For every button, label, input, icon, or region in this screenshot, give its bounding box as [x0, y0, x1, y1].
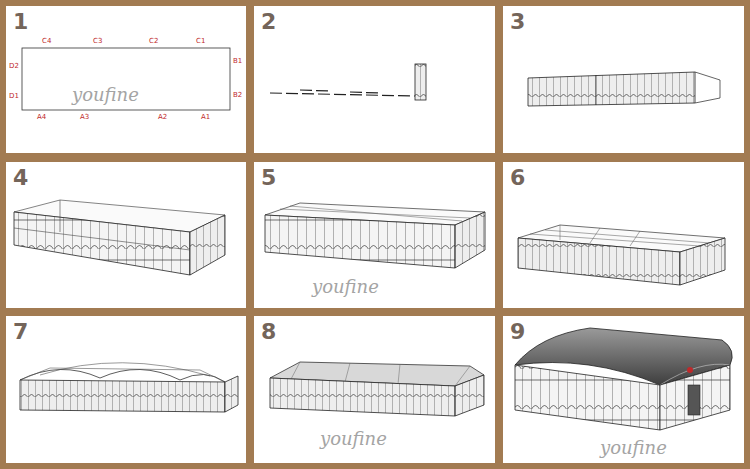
- part-label: C1: [196, 37, 205, 45]
- part-label: C4: [42, 37, 51, 45]
- step-panel: 7: [6, 316, 246, 463]
- part-label: B2: [233, 91, 242, 99]
- part-label: C2: [149, 37, 158, 45]
- step-number: 2: [261, 9, 276, 34]
- part-label: A2: [158, 113, 167, 121]
- part-label: A1: [201, 113, 210, 121]
- step-number: 8: [261, 319, 276, 344]
- step-number: 7: [13, 319, 28, 344]
- step-number: 1: [13, 9, 28, 34]
- part-label: D1: [9, 92, 19, 100]
- step-panel: 3: [503, 6, 744, 153]
- watermark: youfine: [72, 84, 139, 105]
- part-label: C3: [93, 37, 102, 45]
- watermark: youfine: [320, 428, 387, 449]
- step-panel: 4: [6, 162, 246, 308]
- step-number: 4: [13, 165, 28, 190]
- step-number: 6: [510, 165, 525, 190]
- step-panel: 2: [254, 6, 495, 153]
- step-number: 9: [510, 319, 525, 344]
- step-number: 5: [261, 165, 276, 190]
- step-panel: 6: [503, 162, 744, 308]
- step-number: 3: [510, 9, 525, 34]
- watermark: youfine: [312, 276, 379, 297]
- part-label: A3: [80, 113, 89, 121]
- part-label: B1: [233, 57, 242, 65]
- part-label: A4: [37, 113, 46, 121]
- part-label: D2: [9, 62, 19, 70]
- watermark: youfine: [600, 437, 667, 458]
- step-panel: 1: [6, 6, 246, 153]
